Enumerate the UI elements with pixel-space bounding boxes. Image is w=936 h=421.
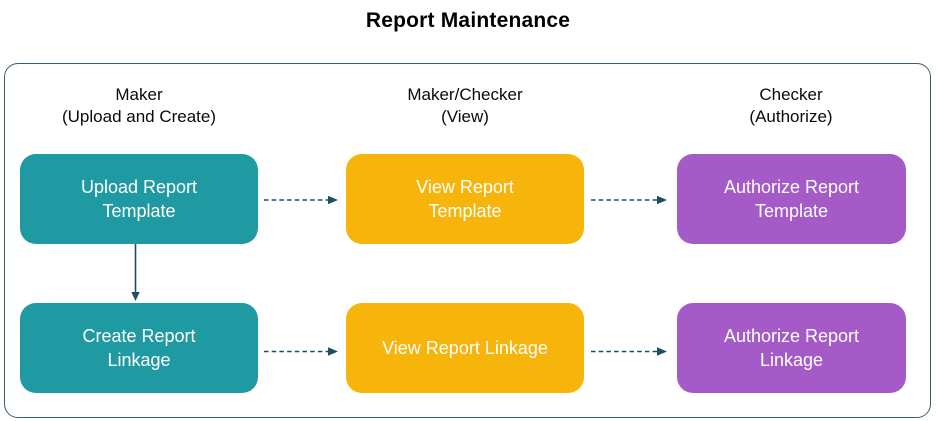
column-role: Maker/Checker <box>407 85 523 104</box>
box-label-line: Template <box>428 201 502 221</box>
box-label-line: Template <box>754 201 829 221</box>
create-report-linkage-box: Create Report Linkage <box>20 303 258 393</box>
column-subtitle: (Upload and Create) <box>61 107 217 126</box>
column-role: Maker <box>115 85 163 104</box>
diagram-panel <box>4 63 931 418</box>
box-label-line: Create Report <box>82 326 196 346</box>
column-role: Checker <box>759 85 823 104</box>
box-label-line: Linkage <box>759 350 824 370</box>
box-label-line: Authorize Report <box>723 177 860 197</box>
upload-report-template-box: Upload Report Template <box>20 154 258 244</box>
box-label-line: Linkage <box>107 350 171 370</box>
box-label-line: Authorize Report <box>723 326 860 346</box>
box-label-line: Template <box>102 201 176 221</box>
column-header-maker: Maker (Upload and Create) <box>0 84 299 128</box>
view-report-template-box: View Report Template <box>346 154 584 244</box>
authorize-report-linkage-box: Authorize Report Linkage <box>677 303 906 393</box>
column-subtitle: (Authorize) <box>749 107 833 126</box>
column-header-checker: Checker (Authorize) <box>631 84 936 128</box>
authorize-report-template-box: Authorize Report Template <box>677 154 906 244</box>
view-report-linkage-box: View Report Linkage <box>346 303 584 393</box>
column-subtitle: (View) <box>441 107 489 126</box>
box-label-line: View Report Linkage <box>382 338 548 358</box>
box-label-line: View Report <box>416 177 514 197</box>
box-label-line: Upload Report <box>80 177 198 197</box>
page-title: Report Maintenance <box>365 9 571 32</box>
column-header-maker-checker: Maker/Checker (View) <box>305 84 625 128</box>
